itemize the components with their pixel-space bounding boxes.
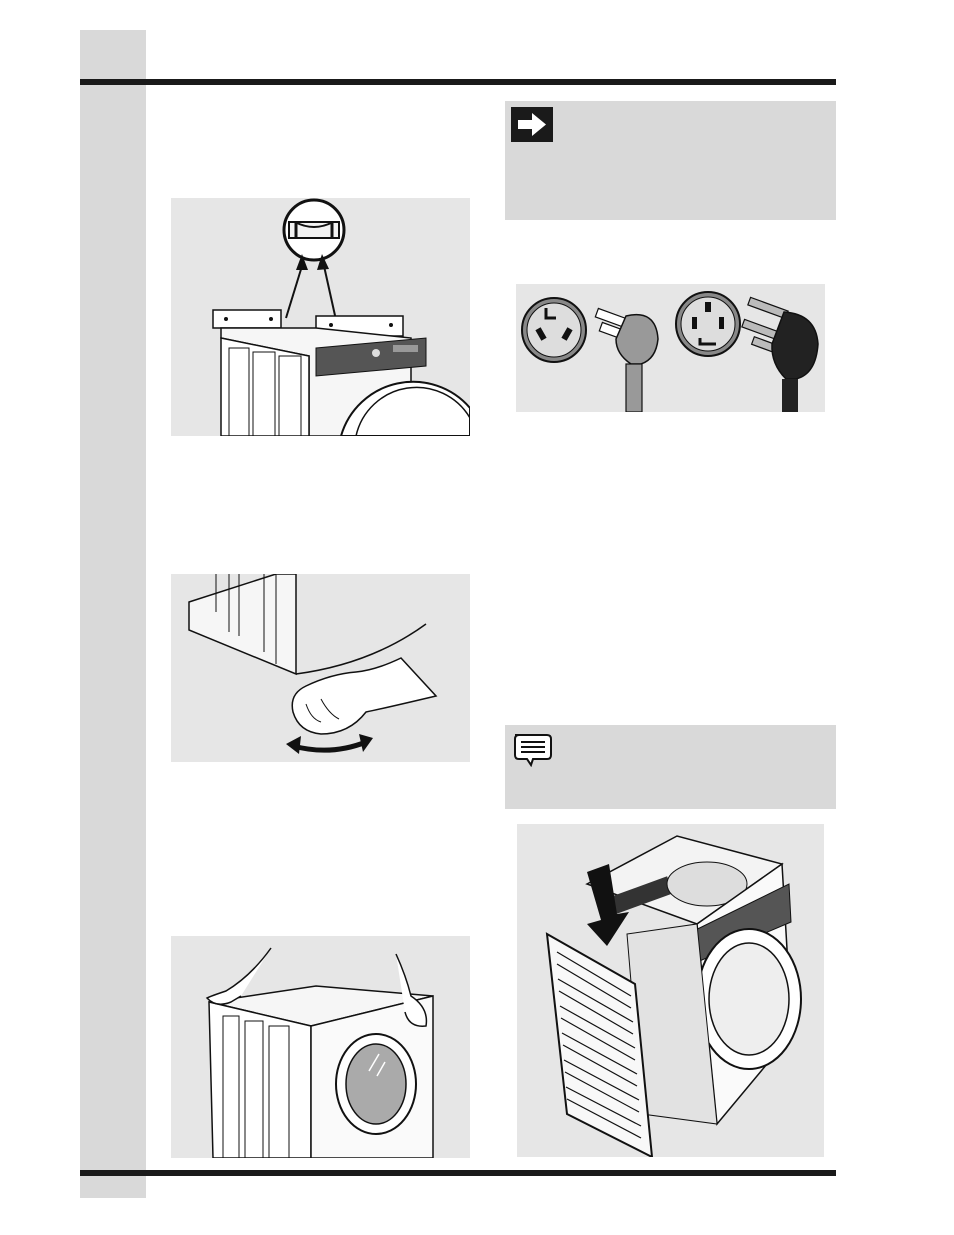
note-speech-icon (511, 731, 553, 772)
tilt-check-figure (171, 936, 470, 1158)
note-callout (505, 725, 836, 809)
important-callout (505, 101, 836, 220)
power-cord-figure (516, 284, 825, 412)
side-margin-strip (80, 30, 146, 1198)
leveling-leg-figure (171, 574, 470, 762)
header-rule (80, 79, 836, 85)
arrow-right-icon (511, 107, 553, 142)
rear-panel-figure (517, 824, 824, 1157)
shipping-strap-figure (171, 198, 470, 436)
footer-rule (80, 1170, 836, 1176)
